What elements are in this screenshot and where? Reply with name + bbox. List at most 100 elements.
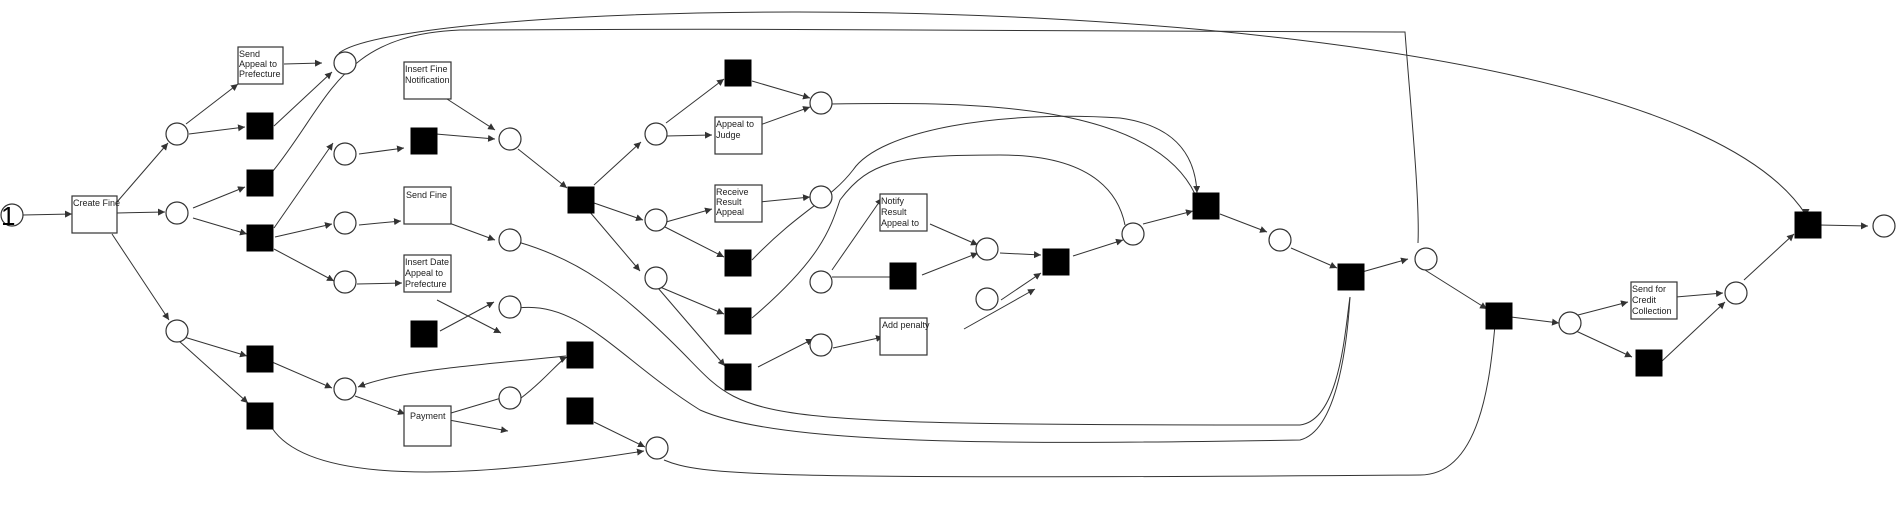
arc — [178, 340, 249, 404]
arc — [1577, 300, 1629, 316]
arc — [1510, 316, 1560, 326]
arc — [829, 102, 1196, 195]
arc — [1575, 330, 1633, 358]
silent-transition — [1042, 248, 1070, 276]
transition-label-line: Notify — [881, 196, 905, 206]
arc — [185, 83, 239, 125]
place — [165, 201, 189, 225]
place — [333, 51, 357, 75]
place — [165, 122, 189, 146]
transition-send-fine: Send Fine — [403, 186, 452, 225]
arc — [1072, 238, 1124, 257]
arc — [116, 142, 169, 203]
silent-transition — [724, 307, 752, 335]
arcs — [22, 11, 1869, 478]
place — [333, 142, 357, 166]
arc — [273, 248, 335, 282]
arc — [1743, 233, 1795, 281]
arc — [929, 223, 979, 246]
transition-appeal-to-judge: Appeal to Judge — [714, 116, 763, 155]
arc — [273, 71, 333, 127]
place — [644, 266, 668, 290]
silent-transition — [246, 112, 274, 140]
place — [498, 127, 522, 151]
arc — [665, 78, 725, 124]
arc — [1219, 213, 1268, 233]
arc — [354, 395, 406, 415]
place — [165, 319, 189, 343]
arc — [665, 207, 713, 223]
arc — [588, 210, 641, 272]
arc — [517, 296, 1351, 443]
arc — [356, 279, 403, 287]
silent-transition — [724, 363, 752, 391]
arc — [832, 335, 884, 349]
transition-label-line: Collection — [1632, 306, 1672, 316]
place — [1558, 311, 1582, 335]
transition-label-line: Appeal to — [716, 119, 754, 129]
arc — [663, 324, 1496, 478]
arc — [759, 194, 811, 203]
arc — [1424, 269, 1488, 310]
place — [498, 386, 522, 410]
place — [809, 333, 833, 357]
silent-transition — [566, 397, 594, 425]
silent-transitions — [246, 59, 1822, 430]
transition-label-line: Payment — [410, 411, 446, 421]
arc — [357, 355, 567, 388]
transition-label-line: Result — [881, 207, 907, 217]
arc — [593, 202, 644, 222]
silent-transition — [246, 169, 274, 197]
arc — [446, 98, 496, 131]
labeled-transitions: Create Fine Send Appeal to Prefecture In… — [71, 46, 1678, 447]
arc — [358, 145, 405, 155]
place — [1414, 247, 1438, 271]
transition-label-line: Send for — [1632, 284, 1666, 294]
place — [645, 436, 669, 460]
transition-label-line: Result — [716, 197, 742, 207]
transition-payment: Payment — [403, 405, 452, 447]
place — [1268, 228, 1292, 252]
arc — [963, 288, 1036, 330]
arc — [517, 241, 1351, 426]
place — [644, 122, 668, 146]
place — [1724, 281, 1748, 305]
place — [1121, 222, 1145, 246]
arc — [192, 217, 248, 236]
transition-send-for-credit-collection: Send for Credit Collection — [1630, 281, 1678, 320]
transition-label-line: Appeal — [716, 207, 744, 217]
transition-label-line: Receive — [716, 187, 749, 197]
silent-transition — [246, 345, 274, 373]
arc — [1361, 257, 1409, 273]
silent-transition — [566, 341, 594, 369]
place — [809, 91, 833, 115]
arc — [751, 154, 1126, 319]
silent-transition — [410, 127, 438, 155]
silent-transition — [567, 186, 595, 214]
arc — [188, 124, 246, 135]
arc — [593, 141, 642, 186]
arc — [659, 286, 725, 315]
transition-label-line: Create Fine — [73, 198, 120, 208]
transition-label-line: Send — [239, 49, 260, 59]
silent-transition — [246, 224, 274, 252]
transition-insert-date-appeal-to-prefecture: Insert Date Appeal to Prefecture — [403, 254, 452, 293]
final-place — [1872, 214, 1896, 238]
places: 1 — [0, 51, 1896, 460]
arc — [1660, 301, 1726, 363]
transition-label-line: Insert Fine — [405, 64, 448, 74]
transition-send-appeal-to-prefecture: Send Appeal to Prefecture — [237, 46, 284, 85]
transition-label-line: Appeal to — [881, 218, 919, 228]
place — [333, 377, 357, 401]
arc — [274, 222, 333, 238]
silent-transition — [410, 320, 438, 348]
arc — [448, 419, 509, 434]
transition-receive-result-appeal: Receive Result Appeal — [714, 184, 763, 223]
silent-transition — [724, 249, 752, 277]
arc — [831, 197, 883, 271]
arc — [283, 59, 323, 67]
arc — [520, 356, 568, 399]
transition-create-fine: Create Fine — [71, 195, 120, 234]
arc — [271, 427, 645, 473]
